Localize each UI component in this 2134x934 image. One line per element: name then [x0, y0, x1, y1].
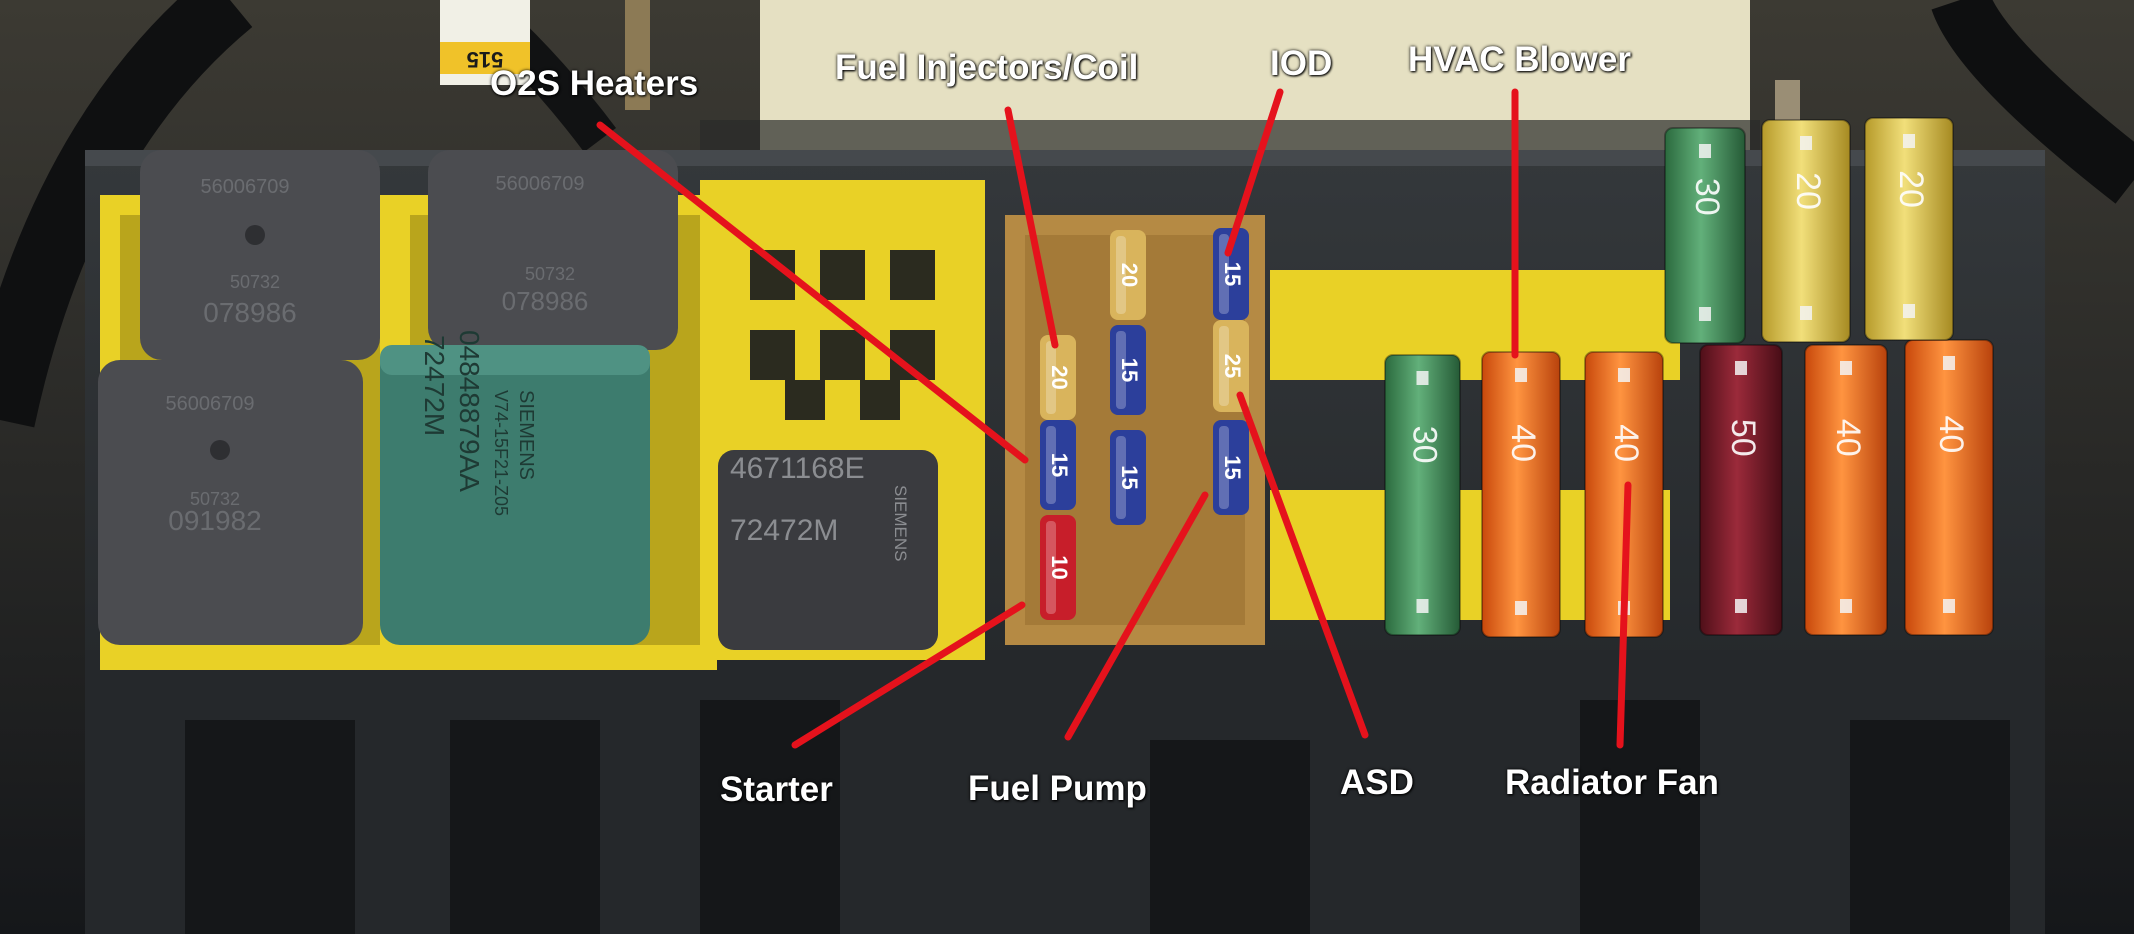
label-sticker-band: [440, 42, 530, 74]
callout-fuel-pump: Fuel Pump: [968, 769, 1147, 808]
maxi-fuse-rating: 40: [1932, 415, 1970, 453]
fuse-box-base: [85, 650, 2045, 934]
mini-fuse-rating: 15: [1220, 455, 1245, 479]
relay-4-siemens: SIEMENS V74-15F21-Z05 04848879AA 72472M: [380, 330, 650, 645]
relay-frame-3-slots: [750, 250, 935, 420]
leader-o2s-heaters: [596, 121, 1029, 464]
mini-fuse-rating: 10: [1047, 555, 1072, 579]
maxi-fuse-rating: 30: [1406, 426, 1444, 464]
svg-text:SIEMENS: SIEMENS: [891, 485, 910, 562]
maxi-fuse-rating: 30: [1688, 178, 1726, 216]
maxi-fuse-rating: 40: [1607, 424, 1645, 462]
mini-fuse: 10: [1040, 515, 1076, 620]
svg-text:72472M: 72472M: [730, 514, 838, 547]
mini-fuse: 20: [1110, 230, 1146, 320]
mini-fuse: 15: [1110, 430, 1146, 525]
maxi-fuse-rating: 20: [1892, 170, 1930, 208]
maxi-fuse: 50: [1699, 344, 1783, 636]
mini-fuse-rating: 25: [1220, 354, 1245, 378]
relay-5-siemens: 4671168E 72472M SIEMENS: [718, 450, 938, 650]
label-sticker-text: 515: [467, 47, 504, 72]
mini-fuse-rating: 15: [1117, 465, 1142, 489]
mini-fuse-rating: 15: [1047, 453, 1072, 477]
maxi-fuse: 30: [1384, 354, 1461, 636]
svg-text:50732: 50732: [190, 489, 240, 509]
housing-latch-tabs: [185, 700, 2010, 934]
callout-fuel-injectors-coil: Fuel Injectors/Coil: [835, 48, 1139, 87]
maxi-fuse-rating: 40: [1504, 424, 1542, 462]
svg-text:72472M: 72472M: [419, 335, 450, 436]
leader-fuel-pump: [1064, 491, 1209, 741]
maxi-fuse: 40: [1804, 344, 1888, 636]
callout-starter: Starter: [720, 770, 833, 809]
svg-text:SIEMENS: SIEMENS: [515, 390, 537, 480]
svg-text:56006709: 56006709: [201, 176, 290, 198]
maxi-fuse: 20: [1761, 119, 1851, 343]
svg-text:078986: 078986: [502, 286, 589, 316]
svg-text:56006709: 56006709: [166, 393, 255, 415]
maxi-fuse: 40: [1481, 351, 1561, 638]
maxi-fuse-rating: 40: [1829, 419, 1867, 457]
svg-text:V74-15F21-Z05: V74-15F21-Z05: [491, 390, 511, 516]
mini-fuse-rating: 20: [1047, 365, 1072, 389]
callout-iod: IOD: [1270, 44, 1333, 83]
mini-fuse: 15: [1213, 420, 1249, 515]
svg-text:091982: 091982: [168, 505, 261, 536]
maxi-fuse-rating: 50: [1724, 419, 1762, 457]
relay-1: 56006709 50732 078986: [140, 150, 380, 360]
svg-text:50732: 50732: [525, 264, 575, 284]
maxi-fuse-rating: 20: [1789, 172, 1827, 210]
callout-asd: ASD: [1340, 763, 1414, 802]
callout-hvac-blower: HVAC Blower: [1408, 40, 1631, 79]
maxi-fuse-group: 30 40 40 50 40 40 30 20 20: [1384, 117, 1994, 638]
ground-stud-left: [625, 0, 650, 110]
svg-text:04848879AA: 04848879AA: [454, 330, 485, 492]
mini-fuse-rating: 15: [1117, 358, 1142, 382]
svg-text:4671168E: 4671168E: [730, 452, 865, 485]
callout-leader-lines: [596, 88, 1632, 749]
mini-fuse: 20: [1040, 335, 1076, 420]
mini-fuse: 15: [1213, 228, 1249, 320]
mini-fuse-rating: 20: [1117, 263, 1142, 287]
leader-starter: [791, 601, 1026, 749]
svg-text:078986: 078986: [203, 297, 296, 328]
maxi-fuse: 40: [1584, 351, 1664, 638]
leader-radiator-fan: [1616, 481, 1632, 749]
mini-fuse: 15: [1110, 325, 1146, 415]
fuse-box-rim: [85, 150, 2045, 166]
mini-fuse-rating: 15: [1220, 262, 1245, 286]
maxi-fuse: 20: [1864, 117, 1954, 341]
maxi-fuse: 30: [1664, 127, 1746, 344]
svg-text:56006709: 56006709: [496, 173, 585, 195]
mini-fuse-group: 20 15 10 20 15 15 15 25 15: [1040, 228, 1249, 620]
mini-fuse: 15: [1040, 420, 1076, 510]
leader-asd: [1236, 391, 1369, 739]
maxi-fuse: 40: [1904, 339, 1994, 636]
svg-text:50732: 50732: [230, 272, 280, 292]
callout-o2s-heaters: O2S Heaters: [490, 64, 699, 103]
leader-fuel-injectors-coil: [1004, 106, 1059, 349]
relay-2: 56006709 50732 078986: [428, 150, 678, 350]
callout-radiator-fan: Radiator Fan: [1505, 763, 1719, 802]
wiring-harness-right: [1931, 0, 2134, 204]
mini-fuse: 25: [1213, 320, 1249, 412]
leader-iod: [1224, 88, 1284, 257]
relay-3: 56006709 50732 091982: [98, 360, 363, 645]
